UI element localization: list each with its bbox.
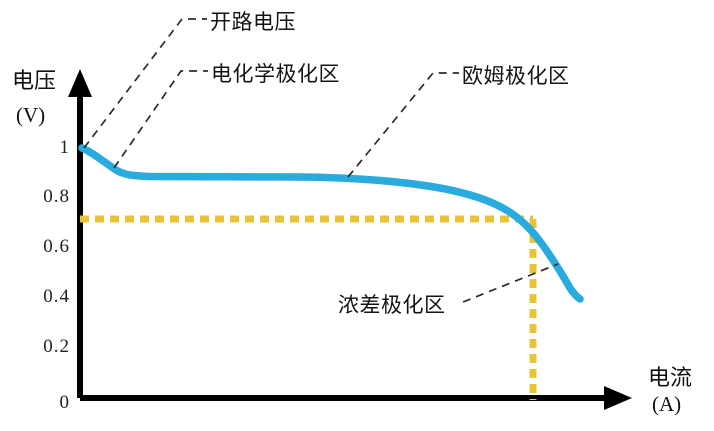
open-circuit-voltage-leader: [83, 18, 207, 149]
y-axis-unit: (V): [16, 103, 46, 127]
polarization-curve: [78, 144, 584, 303]
label-activation-polarization-region: 电化学极化区: [211, 62, 340, 86]
x-axis-title: 电流: [648, 365, 693, 390]
label-ohmic-polarization-region: 欧姆极化区: [462, 64, 570, 88]
y-tick-0.2: 0.2: [43, 336, 70, 357]
annotation-leaders-group: [83, 18, 559, 303]
ohmic-region-leader: [347, 72, 459, 178]
y-tick-0.6: 0.6: [43, 236, 70, 257]
x-axis-arrowhead: [604, 386, 632, 410]
reference-lines-group: [80, 215, 537, 400]
y-tick-0.4: 0.4: [43, 286, 70, 307]
y-axis-arrowhead: [68, 69, 92, 97]
activation-region-leader: [113, 70, 208, 169]
y-tick-1: 1: [59, 137, 70, 158]
y-tick-0: 0: [59, 392, 70, 413]
axes-group: [68, 69, 632, 410]
polarization-curve-group: [78, 144, 584, 303]
concentration-region-leader: [462, 263, 559, 303]
label-open-circuit-voltage: 开路电压: [210, 10, 296, 34]
y-tick-0.8: 0.8: [43, 186, 70, 207]
x-axis-unit: (A): [652, 392, 682, 416]
y-axis-title: 电压: [12, 68, 57, 93]
label-concentration-polarization-region: 浓差极化区: [338, 293, 446, 317]
